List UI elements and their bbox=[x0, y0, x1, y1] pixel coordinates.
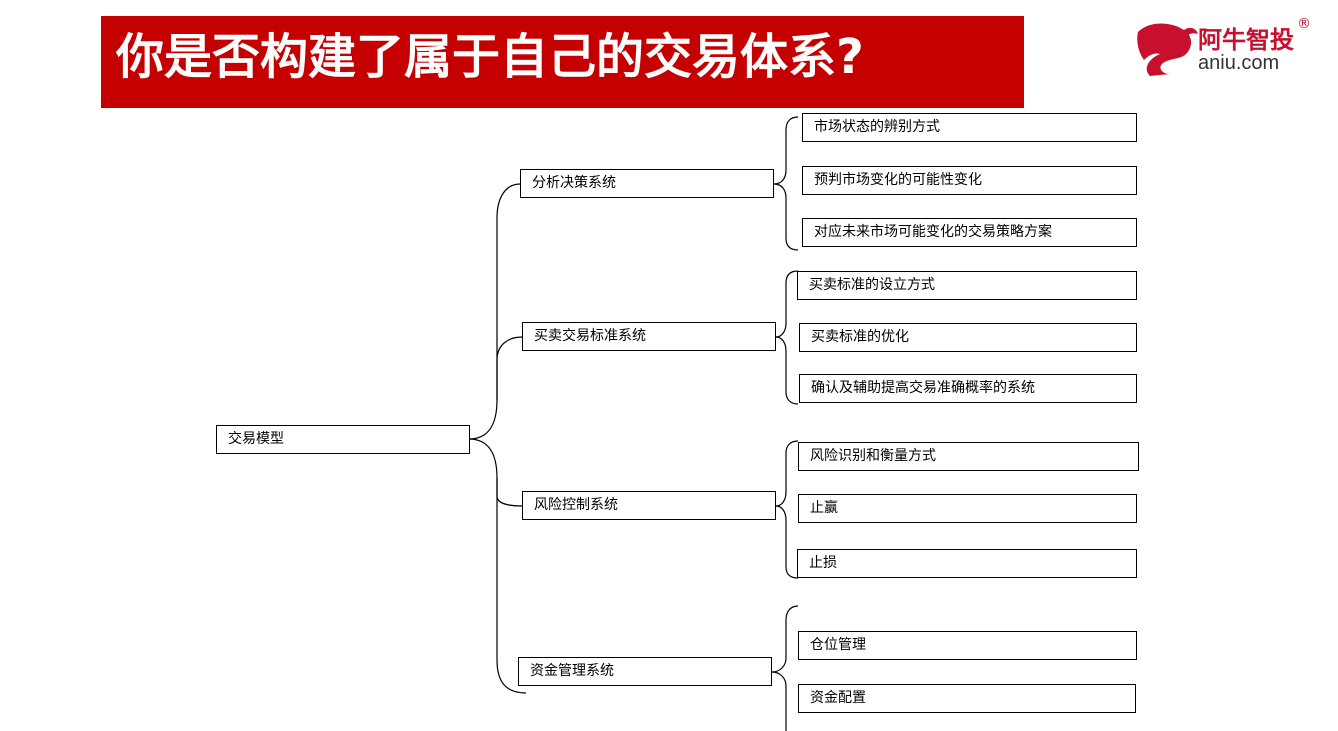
leaf-node: 确认及辅助提高交易准确概率的系统 bbox=[799, 374, 1137, 403]
root-node: 交易模型 bbox=[216, 425, 470, 454]
leaf-node: 市场状态的辨别方式 bbox=[802, 113, 1137, 142]
leaf-node: 止赢 bbox=[798, 494, 1137, 523]
branch-connector bbox=[775, 440, 799, 507]
branch-connector bbox=[773, 116, 799, 185]
logo-name: 阿牛智投 bbox=[1198, 26, 1294, 54]
leaf-node: 风险识别和衡量方式 bbox=[798, 442, 1139, 471]
leaf-node: 对应未来市场可能变化的交易策略方案 bbox=[802, 218, 1137, 247]
branch-node-analysis: 分析决策系统 bbox=[520, 169, 774, 198]
leaf-node: 止损 bbox=[797, 549, 1137, 578]
branch-node-risk-control: 风险控制系统 bbox=[522, 491, 776, 520]
title-banner bbox=[101, 16, 1024, 108]
root-connector bbox=[496, 336, 523, 400]
root-connector bbox=[468, 438, 523, 507]
root-connector bbox=[468, 183, 521, 440]
branch-node-trading-standard: 买卖交易标准系统 bbox=[522, 322, 776, 351]
branch-connector bbox=[775, 336, 799, 405]
bull-logo-icon bbox=[1137, 23, 1198, 76]
root-connector bbox=[496, 478, 527, 694]
registered-mark: ® bbox=[1297, 16, 1311, 32]
branch-connector bbox=[773, 183, 799, 251]
leaf-node: 仓位管理 bbox=[798, 631, 1137, 660]
branch-node-capital-management: 资金管理系统 bbox=[518, 657, 772, 686]
page-title: 你是否构建了属于自己的交易体系? bbox=[116, 29, 864, 85]
branch-connector bbox=[771, 605, 799, 673]
branch-connector bbox=[775, 270, 799, 338]
branch-connector bbox=[775, 505, 799, 579]
logo-domain: aniu.com bbox=[1198, 52, 1280, 74]
leaf-node: 预判市场变化的可能性变化 bbox=[802, 166, 1137, 195]
branch-connector bbox=[771, 671, 787, 731]
leaf-node: 买卖标准的设立方式 bbox=[797, 271, 1137, 300]
leaf-node: 资金配置 bbox=[798, 684, 1136, 713]
leaf-node: 买卖标准的优化 bbox=[799, 323, 1137, 352]
